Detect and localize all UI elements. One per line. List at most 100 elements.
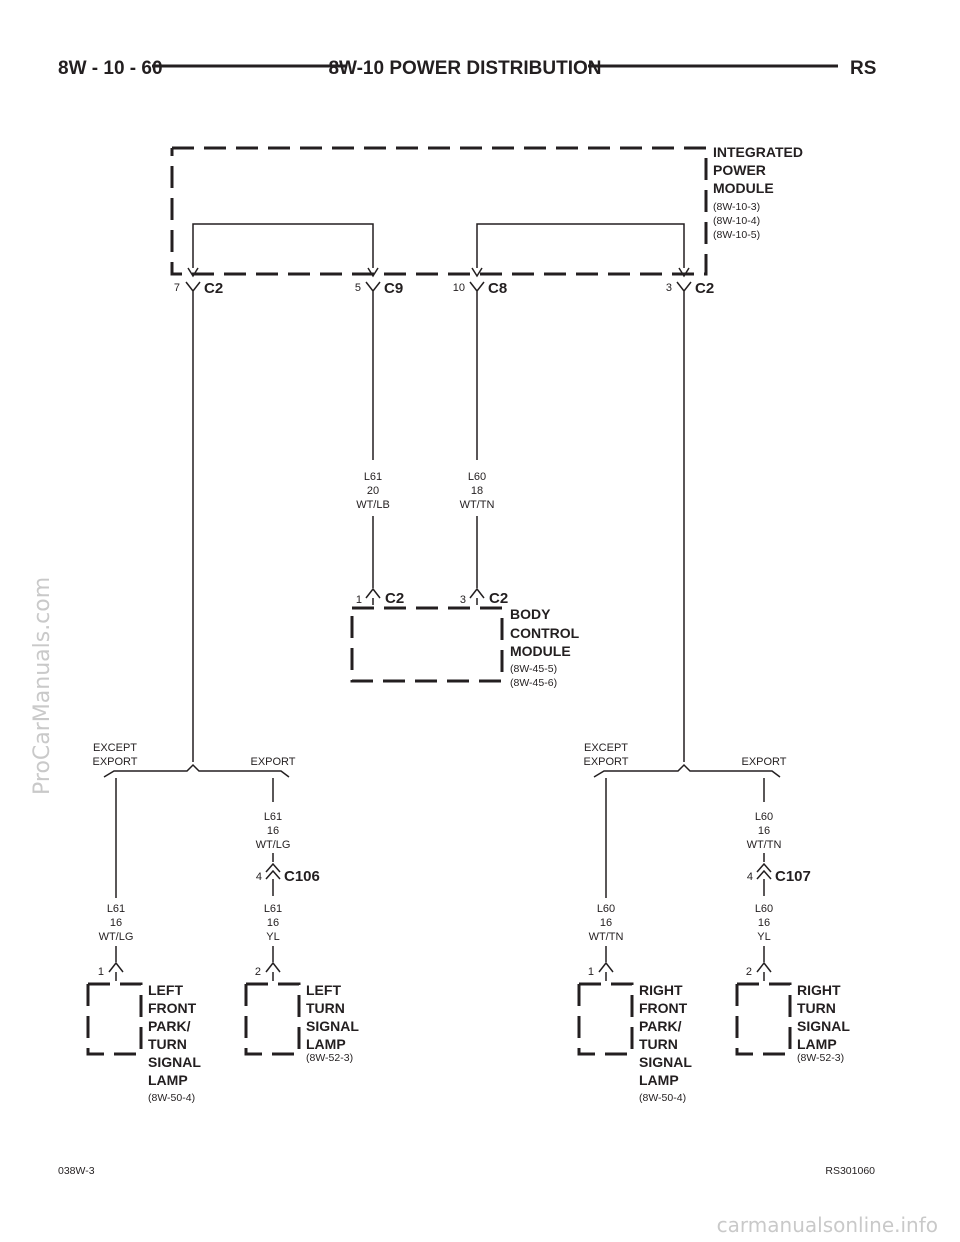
lamp-name-line1: LEFT bbox=[306, 982, 341, 998]
connector-c106: 4 C106 bbox=[256, 862, 320, 885]
ipm-internal-jumper-left bbox=[192, 223, 374, 268]
ipm-internal-jumper-right bbox=[476, 223, 685, 268]
connector-c107: 4 C107 bbox=[747, 862, 811, 885]
bcm-connector-3-symbol bbox=[469, 587, 485, 599]
bcm-pin-1: 1 bbox=[356, 594, 362, 606]
left-front-park-turn-signal-lamp: 1 LEFT FRONT PARK/ TURN SIGNAL LAMP (8W-… bbox=[86, 961, 201, 1104]
connector-symbol bbox=[365, 281, 381, 300]
color: WT/TN bbox=[589, 931, 624, 943]
pin-number: 3 bbox=[666, 282, 672, 294]
ipm-arrow-1 bbox=[187, 267, 199, 278]
lamp-name-line4: LAMP bbox=[797, 1036, 837, 1052]
left-turn-signal-lamp: 2 LEFT TURN SIGNAL LAMP (8W-52-3) bbox=[244, 961, 359, 1064]
circuit: L60 bbox=[755, 903, 773, 915]
wire-label-left-except: L61 16 WT/LG bbox=[99, 903, 134, 943]
circuit: L61 bbox=[107, 903, 125, 915]
connector-id: C107 bbox=[775, 868, 811, 885]
bcm-ref2: (8W-45-6) bbox=[510, 677, 557, 689]
lamp-ref: (8W-52-3) bbox=[797, 1052, 844, 1064]
bcm-connector-1-symbol bbox=[365, 587, 381, 599]
right-turn-signal-lamp: 2 RIGHT TURN SIGNAL LAMP (8W-52-3) bbox=[735, 961, 850, 1064]
gauge: 20 bbox=[367, 485, 379, 497]
ipm-ref2: (8W-10-4) bbox=[713, 215, 760, 227]
lamp-name-line3: SIGNAL bbox=[306, 1018, 359, 1034]
lamp-name-line5: SIGNAL bbox=[148, 1054, 201, 1070]
pin-number: 7 bbox=[174, 282, 180, 294]
wire-label-l60-wttn: L60 18 WT/TN bbox=[460, 471, 495, 511]
lamp-outline bbox=[86, 982, 143, 1056]
lamp-name-line4: TURN bbox=[148, 1036, 187, 1052]
lamp-name-line1: RIGHT bbox=[797, 982, 841, 998]
gauge: 16 bbox=[600, 917, 612, 929]
ipm-outline bbox=[170, 146, 708, 276]
connector-symbol bbox=[469, 281, 485, 300]
color: WT/LB bbox=[356, 499, 390, 511]
lamp-connector-symbol bbox=[108, 961, 124, 973]
except-label-line2: EXPORT bbox=[92, 756, 137, 768]
lamp-name-line2: TURN bbox=[797, 1000, 836, 1016]
circuit: L60 bbox=[755, 811, 773, 823]
lamp-name-line2: TURN bbox=[306, 1000, 345, 1016]
gauge: 16 bbox=[758, 825, 770, 837]
side-watermark: ProCarManuals.com bbox=[30, 577, 55, 795]
gauge: 16 bbox=[758, 917, 770, 929]
circuit: L60 bbox=[597, 903, 615, 915]
ipm-ref3: (8W-10-5) bbox=[713, 229, 760, 241]
color: WT/TN bbox=[747, 839, 782, 851]
pin-number: 10 bbox=[453, 282, 465, 294]
pin-number: 4 bbox=[256, 871, 262, 883]
color: YL bbox=[266, 931, 279, 943]
lamp-name-line2: FRONT bbox=[148, 1000, 197, 1016]
model-code: RS bbox=[850, 58, 876, 79]
color: WT/LG bbox=[256, 839, 291, 851]
lamp-name-line4: TURN bbox=[639, 1036, 678, 1052]
lamp-outline bbox=[735, 982, 792, 1056]
circuit: L61 bbox=[264, 903, 282, 915]
option-split-line bbox=[593, 763, 781, 778]
circuit: L61 bbox=[364, 471, 382, 483]
ipm-pin-c8-10: 10 C8 bbox=[453, 280, 507, 300]
footer-left-code: 038W-3 bbox=[58, 1165, 95, 1177]
pin-number: 1 bbox=[98, 966, 104, 978]
bcm-name-line1: BODY bbox=[510, 606, 551, 622]
ipm-arrow-2 bbox=[367, 267, 379, 278]
right-front-park-turn-signal-lamp: 1 RIGHT FRONT PARK/ TURN SIGNAL LAMP (8W… bbox=[577, 961, 692, 1104]
color: WT/TN bbox=[460, 499, 495, 511]
connector-id: C8 bbox=[488, 280, 507, 297]
lamp-connector-symbol bbox=[756, 961, 772, 973]
right-option-split: EXCEPT EXPORT EXPORT bbox=[583, 742, 787, 778]
ipm-pin-c2-7: 7 C2 bbox=[174, 280, 223, 300]
except-label-line2: EXPORT bbox=[583, 756, 628, 768]
wire-label-left-export-lower: L61 16 YL bbox=[264, 903, 282, 943]
left-option-split: EXCEPT EXPORT EXPORT bbox=[92, 742, 296, 778]
connector-id: C2 bbox=[695, 280, 714, 297]
lamp-name-line3: PARK/ bbox=[639, 1018, 682, 1034]
lamp-ref: (8W-52-3) bbox=[306, 1052, 353, 1064]
connector-id: C106 bbox=[284, 868, 320, 885]
pin-number: 2 bbox=[255, 966, 261, 978]
color: YL bbox=[757, 931, 770, 943]
circuit: L60 bbox=[468, 471, 486, 483]
option-split-line bbox=[103, 763, 290, 778]
page-number: 8W - 10 - 60 bbox=[58, 58, 163, 79]
inline-connector-symbol bbox=[756, 862, 772, 880]
lamp-name-line1: RIGHT bbox=[639, 982, 683, 998]
gauge: 16 bbox=[267, 917, 279, 929]
lamp-connector-symbol bbox=[265, 961, 281, 973]
wire-label-right-except: L60 16 WT/TN bbox=[589, 903, 624, 943]
ipm-pin-c2-3: 3 C2 bbox=[666, 280, 714, 300]
lamp-name-line2: FRONT bbox=[639, 1000, 688, 1016]
pin-number: 5 bbox=[355, 282, 361, 294]
except-label-line1: EXCEPT bbox=[584, 742, 628, 754]
bcm-pin-3: 3 bbox=[460, 594, 466, 606]
gauge: 16 bbox=[267, 825, 279, 837]
inline-connector-symbol bbox=[265, 862, 281, 880]
export-label: EXPORT bbox=[741, 756, 786, 768]
lamp-name-line4: LAMP bbox=[306, 1036, 346, 1052]
bcm-ref1: (8W-45-5) bbox=[510, 663, 557, 675]
pin-number: 4 bbox=[747, 871, 753, 883]
page-title: 8W-10 POWER DISTRIBUTION bbox=[328, 58, 601, 79]
gauge: 16 bbox=[110, 917, 122, 929]
